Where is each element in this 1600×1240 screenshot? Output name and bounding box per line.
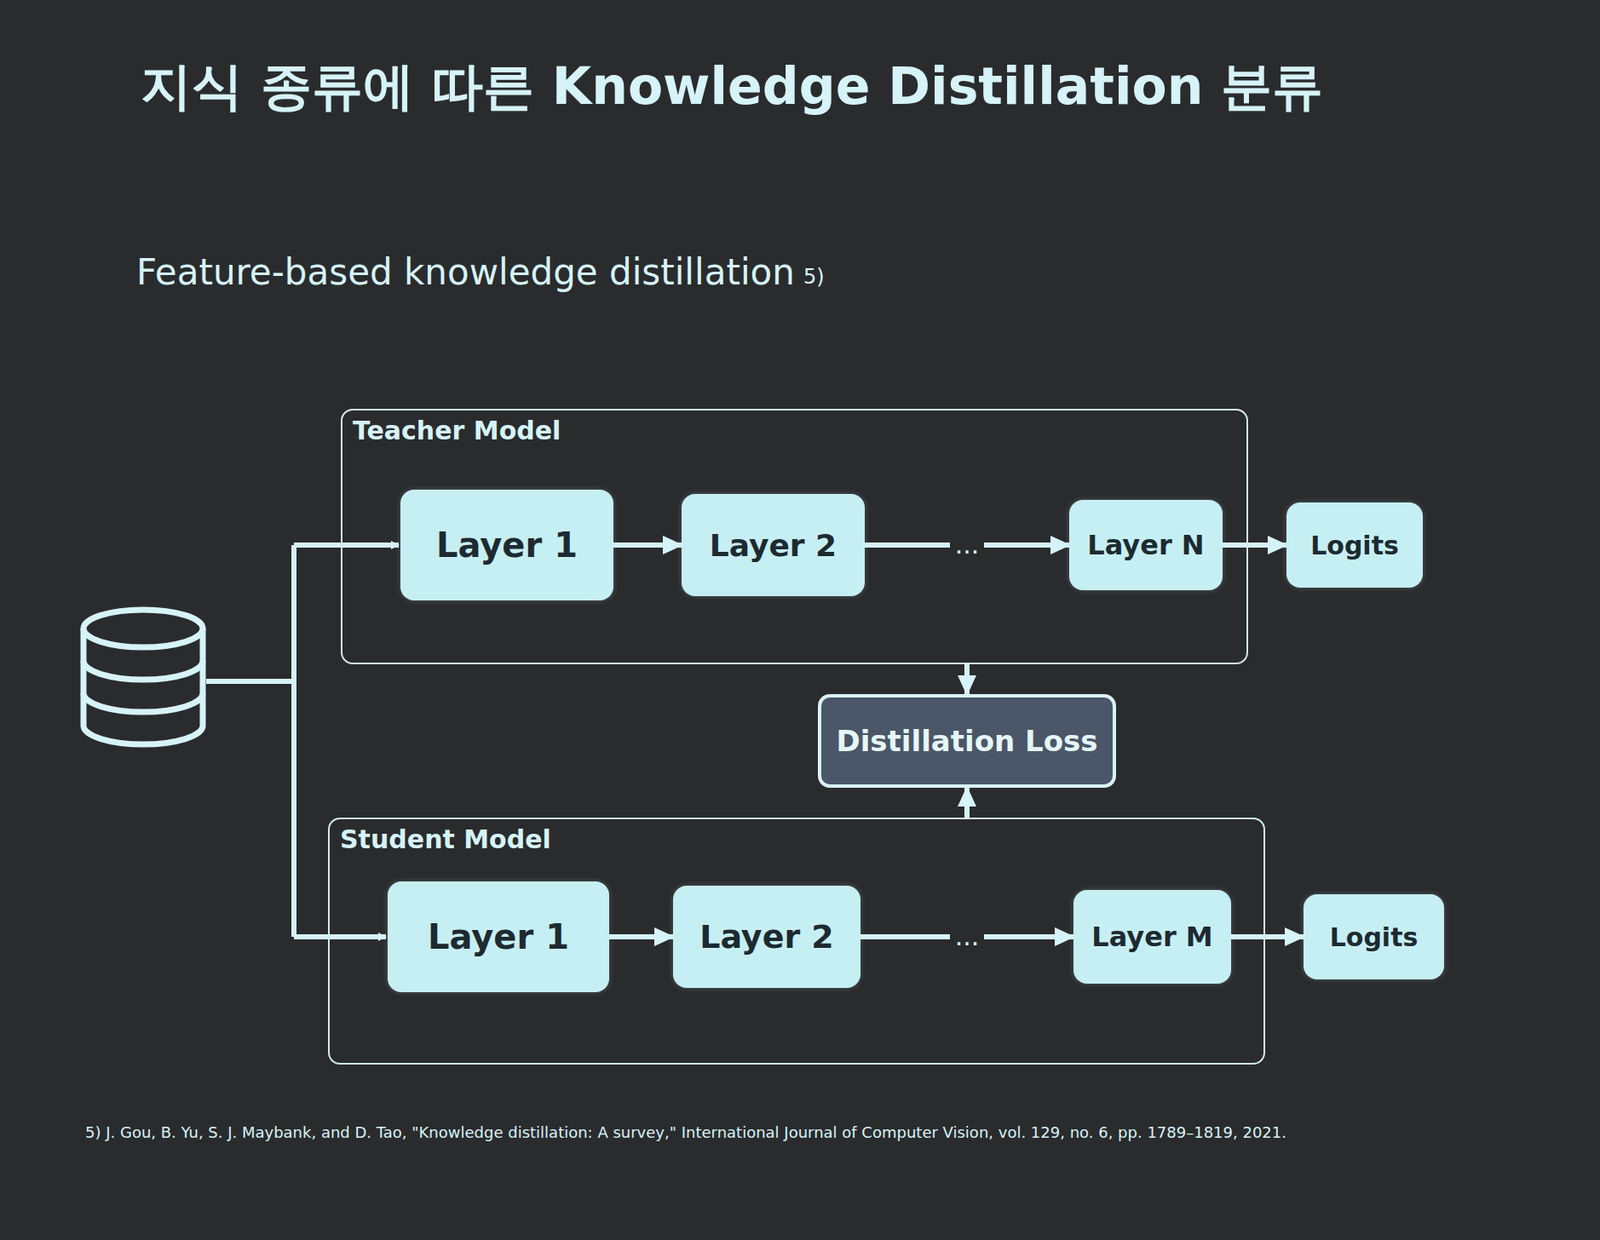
arrow-connector [613,542,682,548]
node-label: Layer M [1091,920,1213,954]
node-label: Logits [1310,530,1399,561]
arrow-connector [964,788,970,818]
node-label: Distillation Loss [835,724,1098,759]
node-label: Layer 1 [436,525,578,565]
layer-box: Layer 2 [681,494,865,597]
database-symbol [83,610,203,745]
ellipsis-label: ... [949,924,985,950]
slide-title: 지식 종류에 따른 Knowledge Distillation 분류 [140,52,1324,122]
ellipsis-label: ... [949,532,985,559]
node-label: Layer 2 [699,918,835,956]
arrow-connector [1231,934,1304,940]
node-label: Layer 2 [709,528,837,564]
node-label: Logits [1329,922,1419,953]
layer-box: Layer 2 [673,886,861,989]
layer-box: Layer N [1069,500,1223,591]
model-group: Student ModelLayer 1 Layer 2 Layer M [328,817,1266,1065]
node-label: Student Model [339,824,1254,855]
node-label: Layer 1 [427,917,570,957]
arrow-connector [1222,542,1287,548]
arrow-connector [609,934,674,940]
node-label: Teacher Model [352,415,1237,446]
node-label: Layer N [1087,529,1204,562]
logits-box: Logits [1286,502,1423,588]
subtitle: Feature-based knowledge distillation [136,251,795,294]
layer-box: Layer 1 [400,489,614,601]
loss-box: Distillation Loss [817,694,1117,789]
model-group: Teacher ModelLayer 1 Layer 2 Layer N [340,408,1249,665]
footnote: 5) J. Gou, B. Yu, S. J. Maybank, and D. … [85,1122,1534,1144]
layer-box: Layer M [1073,890,1232,985]
footnote-number: 5) [803,264,825,289]
layer-box: Layer 1 [387,881,610,993]
arrow-connector [964,664,970,695]
data-wire [206,545,399,938]
logits-box: Logits [1303,894,1445,980]
